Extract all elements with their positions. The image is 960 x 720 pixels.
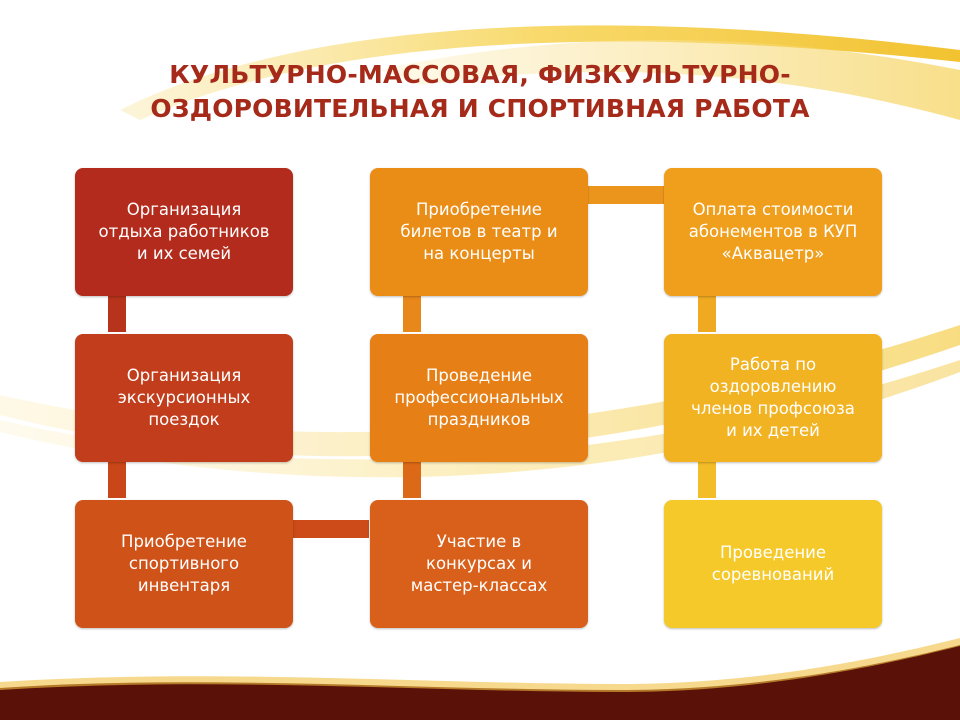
connector-b3-b4 — [293, 520, 369, 538]
title-line-2: ОЗДОРОВИТЕЛЬНАЯ И СПОРТИВНАЯ РАБОТА — [150, 94, 810, 123]
box-sports-equipment: Приобретение спортивного инвентаря — [75, 500, 293, 628]
box-label: Участие в конкурсах и мастер-классах — [410, 532, 548, 595]
slide-title: КУЛЬТУРНО-МАССОВАЯ, ФИЗКУЛЬТУРНО- ОЗДОРО… — [40, 58, 920, 126]
box-label: Приобретение спортивного инвентаря — [121, 532, 247, 595]
connector-b4-b5 — [403, 462, 421, 498]
connector-b2-b3 — [108, 462, 126, 498]
connector-b8-b9 — [698, 462, 716, 498]
box-label: Проведение соревнований — [711, 543, 835, 584]
connector-b5-b6 — [403, 296, 421, 332]
box-excursions: Организация экскурсионных поездок — [75, 334, 293, 462]
box-label: Проведение профессиональных праздников — [394, 366, 564, 429]
box-label: Организация отдыха работников и их семей — [98, 200, 270, 263]
box-theater-tickets: Приобретение билетов в театр и на концер… — [370, 168, 588, 296]
connector-b7-b8 — [698, 296, 716, 332]
box-label: Организация экскурсионных поездок — [117, 366, 251, 429]
box-label: Оплата стоимости абонементов в КУП «Аква… — [688, 200, 858, 263]
connector-b1-b2 — [108, 296, 126, 332]
box-professional-holidays: Проведение профессиональных праздников — [370, 334, 588, 462]
title-line-1: КУЛЬТУРНО-МАССОВАЯ, ФИЗКУЛЬТУРНО- — [169, 60, 791, 89]
connector-b6-b7 — [588, 186, 664, 204]
box-label: Приобретение билетов в театр и на концер… — [400, 200, 558, 263]
footer-wave — [0, 645, 960, 720]
box-health-improvement: Работа по оздоровлению членов профсоюза … — [664, 334, 882, 462]
box-organization-rest: Организация отдыха работников и их семей — [75, 168, 293, 296]
box-competitions: Проведение соревнований — [664, 500, 882, 628]
box-contests: Участие в конкурсах и мастер-классах — [370, 500, 588, 628]
box-label: Работа по оздоровлению членов профсоюза … — [691, 355, 855, 440]
box-aquacenter-subscription: Оплата стоимости абонементов в КУП «Аква… — [664, 168, 882, 296]
